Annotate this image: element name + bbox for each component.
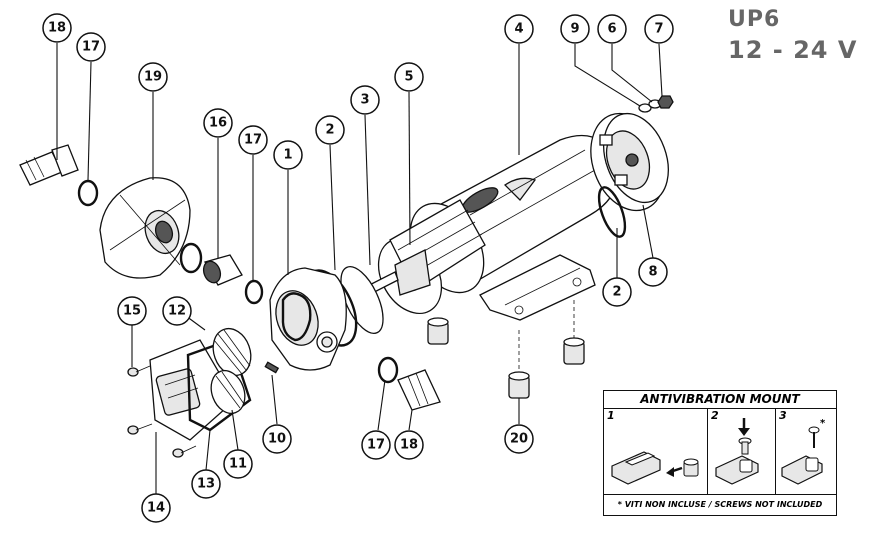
svg-text:14: 14 [147,501,165,516]
callout-15: 15 [117,296,147,326]
spacer-plate [340,266,384,334]
svg-text:2: 2 [612,285,621,300]
callout-20: 20 [504,424,534,454]
gear-12 [212,327,252,377]
callout-12: 12 [162,296,192,326]
am-step-2: 2 [708,408,776,494]
key-pin-10 [264,361,280,374]
am-step-1-number: 1 [607,409,615,422]
gear-11 [210,369,246,415]
am-step-1-illustration [611,451,699,485]
callout-19: 19 [138,62,168,92]
svg-text:1: 1 [283,148,292,163]
callout-13: 13 [191,469,221,499]
am-step-1: 1 [604,408,708,494]
svg-text:18: 18 [400,438,418,453]
callout-17-bottom: 17 [361,430,391,460]
am-step-3-number: 3 [779,409,787,422]
o-ring-2-right [597,186,627,238]
cover-19 [99,177,191,279]
svg-text:11: 11 [229,457,247,472]
callout-18-bottom: 18 [394,430,424,460]
svg-text:6: 6 [607,22,616,37]
svg-text:7: 7 [654,22,663,37]
pump-body [269,267,347,371]
terminal-nuts [638,95,674,113]
callout-2-right: 2 [602,277,632,307]
antivibration-footer: * VITI NON INCLUSE / SCREWS NOT INCLUDED [604,494,836,515]
svg-text:18: 18 [48,21,66,36]
port-fitting-16 [202,254,243,286]
o-ring-19 [179,242,203,274]
callout-3: 3 [350,85,380,115]
am-step-3-asterisk: * [820,418,826,429]
o-ring-17-bottom [377,356,399,384]
svg-text:20: 20 [510,432,528,447]
am-step-2-number: 2 [711,409,719,422]
svg-text:2: 2 [325,123,334,138]
svg-text:15: 15 [123,304,141,319]
callout-17-mid: 17 [238,125,268,155]
hose-fitting-18-top [19,144,79,186]
callout-8: 8 [638,257,668,287]
o-ring-17-top [77,179,99,207]
callout-5: 5 [394,62,424,92]
title-block: UP6 12 - 24 V [728,6,857,66]
am-step-3-illustration: * [781,418,826,485]
am-step-3: 3 * [776,408,838,494]
callout-4: 4 [504,14,534,44]
end-cap [590,112,669,212]
armature [339,199,486,315]
svg-text:12: 12 [168,304,186,319]
svg-text:10: 10 [268,432,286,447]
callout-17-top: 17 [76,32,106,62]
voltage-title: 12 - 24 V [728,36,858,64]
callout-7: 7 [644,14,674,44]
hose-fitting-18-bottom [397,369,441,411]
callout-11: 11 [223,449,253,479]
leader-lines [56,43,663,494]
svg-text:17: 17 [82,40,100,55]
antivibration-mount-panel: ANTIVIBRATION MOUNT 1 2 3 * [603,390,837,516]
am-step-2-illustration [715,418,759,485]
svg-text:13: 13 [197,477,215,492]
svg-text:8: 8 [648,265,657,280]
callout-14: 14 [141,493,171,523]
svg-text:17: 17 [244,133,262,148]
callout-16: 16 [203,108,233,138]
callout-9: 9 [560,14,590,44]
svg-text:4: 4 [514,22,523,37]
o-ring-17-mid [244,279,264,305]
callout-10: 10 [262,424,292,454]
svg-text:5: 5 [404,70,413,85]
screws-15 [127,365,197,458]
callout-2-top: 2 [315,115,345,145]
callout-1: 1 [273,140,303,170]
model-title: UP6 [728,7,781,32]
callout-6: 6 [597,14,627,44]
svg-text:9: 9 [570,22,579,37]
svg-text:3: 3 [360,93,369,108]
antivibration-title: ANTIVIBRATION MOUNT [604,391,836,409]
svg-text:19: 19 [144,70,162,85]
callout-18-top: 18 [42,13,72,43]
svg-text:17: 17 [367,438,385,453]
antivibration-mounts [427,300,585,399]
svg-text:16: 16 [209,116,227,131]
